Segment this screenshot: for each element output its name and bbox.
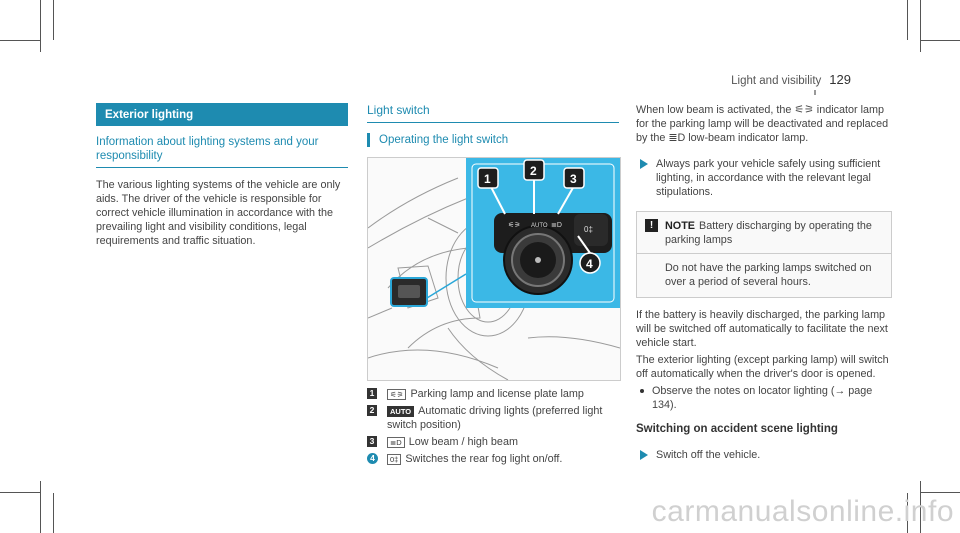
legend-number: 1 — [367, 388, 377, 399]
svg-text:⚟⚞: ⚟⚞ — [508, 222, 521, 229]
instruction-step: Always park your vehicle safely using su… — [636, 157, 892, 199]
crop-mark — [0, 40, 40, 41]
body-paragraph: The various lighting systems of the vehi… — [96, 179, 341, 247]
svg-text:2: 2 — [530, 164, 537, 178]
warning-exclamation-icon: ! — [645, 219, 658, 232]
crop-mark — [920, 40, 960, 41]
step-arrow-icon — [640, 450, 648, 460]
callout-1: 1 — [477, 167, 499, 189]
crop-mark — [53, 493, 54, 533]
auto-icon: AUTO — [387, 405, 415, 417]
rear-fog-light-icon: 0‡ — [387, 453, 402, 465]
crop-mark — [920, 0, 921, 52]
crop-mark — [0, 492, 40, 493]
legend-item: 4 0‡Switches the rear fog light on/off. — [367, 452, 619, 466]
legend-text: Switches the rear fog light on/off. — [405, 453, 563, 465]
section-title: Light switch — [367, 103, 619, 123]
watermark: carmanualsonline.info — [651, 495, 954, 528]
svg-text:≣D: ≣D — [551, 220, 562, 229]
note-head-text: Battery discharging by operating the par… — [665, 220, 872, 246]
instruction-step: Switch off the vehicle. — [636, 448, 892, 462]
crop-mark — [920, 492, 960, 493]
bullet-item: Observe the notes on locator lighting (→… — [636, 384, 892, 412]
legend-text: Automatic driving lights (preferred ligh… — [387, 405, 603, 431]
crop-mark — [907, 493, 908, 533]
crop-mark — [907, 0, 908, 40]
svg-text:1: 1 — [484, 172, 491, 186]
light-switch-figure: AUTO ⚟⚞ ≣D 0‡ 1 2 3 — [367, 157, 621, 381]
svg-text:3: 3 — [570, 172, 577, 186]
step-arrow-icon — [640, 159, 648, 169]
step-text: Switch off the vehicle. — [656, 449, 761, 461]
note-label: NOTE — [665, 220, 695, 232]
running-header: Light and visibility 129 — [731, 72, 851, 87]
legend-text: Low beam / high beam — [408, 436, 518, 448]
legend-number: 3 — [367, 436, 377, 447]
column-light-switch: Light switch Operating the light switch — [367, 103, 621, 466]
crop-mark — [53, 0, 54, 40]
header-title: Light and visibility — [731, 75, 822, 87]
legend-number: 2 — [367, 405, 377, 416]
crop-mark — [40, 0, 41, 52]
callout-3: 3 — [563, 167, 585, 189]
subsection-title: Operating the light switch — [367, 133, 619, 147]
intro-paragraph: When low beam is activated, the ⚟⚞ indic… — [636, 104, 889, 144]
callout-4: 4 — [579, 252, 601, 274]
crop-mark — [40, 481, 41, 533]
step-text: Always park your vehicle safely using su… — [656, 158, 881, 198]
section-bar-title: Exterior lighting — [96, 103, 348, 126]
parking-lamp-icon: ⚟⚞ — [387, 388, 407, 400]
legend-text: Parking lamp and license plate lamp — [410, 388, 584, 400]
subsection-heading: Switching on accident scene lighting — [636, 423, 838, 435]
bullet-dot-icon — [640, 389, 644, 393]
dashboard-illustration: AUTO ⚟⚞ ≣D 0‡ 1 2 3 — [368, 158, 620, 380]
callout-2: 2 — [523, 159, 545, 181]
column-parking-notes: When low beam is activated, the ⚟⚞ indic… — [636, 103, 892, 462]
low-beam-icon: ≣D — [387, 436, 405, 448]
body-paragraph: If the battery is heavily discharged, th… — [636, 309, 888, 349]
body-paragraph: The exterior lighting (except parking la… — [636, 354, 889, 380]
header-divider — [814, 90, 816, 95]
switch-auto-text: AUTO — [531, 223, 548, 229]
svg-text:4: 4 — [586, 257, 593, 271]
note-body: Do not have the parking lamps switched o… — [637, 253, 891, 297]
crop-mark — [920, 481, 921, 533]
column-exterior-lighting: Exterior lighting Information about ligh… — [96, 103, 348, 248]
page-number: 129 — [829, 72, 851, 87]
legend-number: 4 — [367, 453, 378, 464]
svg-text:0‡: 0‡ — [584, 225, 593, 234]
legend-item: 1 ⚟⚞Parking lamp and license plate lamp — [367, 387, 619, 401]
bullet-text[interactable]: Observe the notes on locator lighting (→… — [652, 385, 873, 411]
subsection-title: Information about lighting systems and y… — [96, 135, 348, 168]
